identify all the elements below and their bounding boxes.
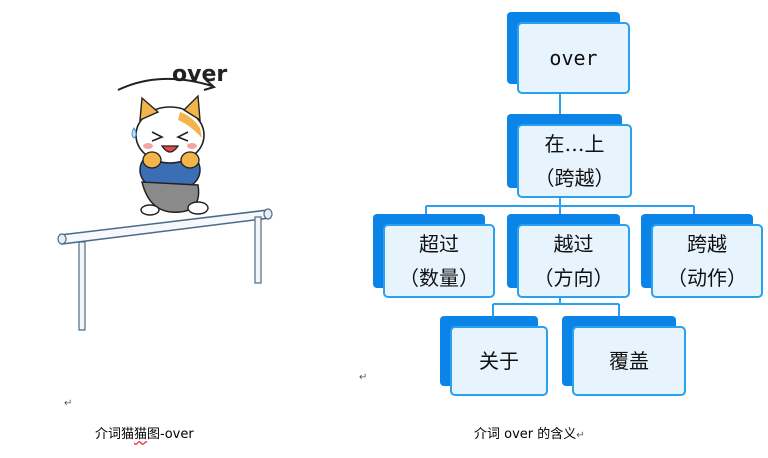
bar-leg-right: [254, 216, 262, 284]
caption-right-text: 介词 over 的含义: [474, 427, 577, 442]
node-level1-line1: 在…上: [544, 132, 605, 156]
cat-pants: [141, 181, 200, 213]
node-level2-1-line1: 超过: [419, 232, 459, 256]
illustration-word: over: [172, 62, 228, 87]
return-mark: ↵: [64, 398, 73, 409]
node-level2-direction: 越过 （方向）: [507, 214, 630, 298]
node-root-over: over: [507, 12, 630, 94]
caption-left-prefix: 介词猫: [95, 427, 135, 442]
node-root-label: over: [549, 46, 598, 70]
node-level2-quantity: 超过 （数量）: [373, 214, 495, 298]
cat-over-bar-illustration: over: [30, 20, 330, 360]
node-level2-3-line1: 跨越: [687, 232, 727, 256]
node-level2-1-line2: （数量）: [399, 266, 479, 290]
node-level3-about: 关于: [440, 316, 548, 396]
node-level3-2-label: 覆盖: [609, 349, 649, 373]
arc-arrow-icon: [117, 77, 213, 91]
cat-ear-left: [139, 96, 160, 122]
node-level2-3-line2: （动作）: [667, 266, 747, 290]
caption-left: 介词猫猫图-over: [95, 423, 194, 442]
node-level2-action: 跨越 （动作）: [641, 214, 763, 298]
node-level3-1-label: 关于: [479, 349, 519, 373]
caption-left-wavy: 猫: [134, 427, 148, 442]
caption-left-suffix: 图-over: [147, 427, 194, 442]
cat-ear-right: [182, 94, 201, 122]
bar-leg-left: [78, 241, 86, 331]
node-level1: 在…上 （跨越）: [507, 114, 632, 198]
node-level3-cover: 覆盖: [562, 316, 686, 396]
caption-right: 介词 over 的含义↵: [474, 423, 585, 442]
cat-illustration-svg: [57, 77, 273, 331]
node-level2-2-line1: 越过: [553, 232, 594, 256]
node-level2-2-line2: （方向）: [533, 266, 614, 290]
paragraph-mark: ↵: [359, 372, 368, 383]
node-level1-line2: （跨越）: [534, 166, 615, 190]
caption-right-mark: ↵: [576, 430, 585, 441]
